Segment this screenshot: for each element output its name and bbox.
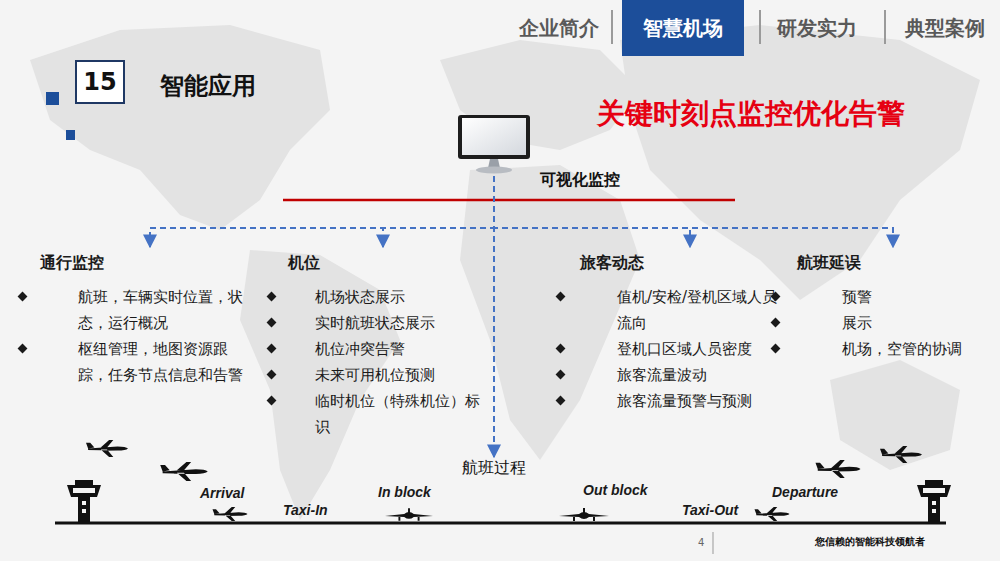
- tab-separator: [884, 10, 886, 44]
- dashed-connector: [493, 176, 495, 457]
- bullet-item: 值机/安检/登机区域人员流向: [580, 284, 787, 336]
- plane: [160, 462, 208, 481]
- bullet-item: 航班，车辆实时位置，状态，运行概况: [40, 284, 252, 336]
- number-text: 15: [77, 62, 123, 102]
- feature-group: 航班延误预警展示机场，空管的协调: [797, 248, 982, 362]
- bullet-item: 机场，空管的协调: [797, 336, 982, 362]
- monitor-label: 可视化监控: [540, 170, 620, 191]
- plane: [86, 440, 128, 457]
- phase-label: Departure: [772, 484, 838, 500]
- phase-label: Arrival: [200, 485, 244, 501]
- phase-label: In block: [378, 484, 431, 500]
- plane: [559, 508, 609, 521]
- feature-group: 旅客动态值机/安检/登机区域人员流向登机口区域人员密度旅客流量波动旅客流量预警与…: [580, 248, 787, 414]
- bullet-item: 未来可用机位预测: [288, 362, 486, 388]
- bullet-item: 机位冲突告警: [288, 336, 486, 362]
- control-tower: [917, 480, 951, 523]
- bullet-item: 临时机位（特殊机位）标识: [288, 388, 486, 440]
- plane: [755, 507, 790, 521]
- process-node: 航班过程: [459, 458, 529, 479]
- bullet-item: 枢纽管理，地图资源跟踪，任务节点信息和告警: [40, 336, 252, 388]
- section-number: 15: [75, 60, 125, 104]
- bullet-item: 展示: [797, 310, 982, 336]
- monitor-icon: 可视化监控: [456, 113, 532, 175]
- tab-separator: [611, 10, 613, 44]
- plane: [385, 508, 433, 520]
- phase-label: Out block: [583, 482, 648, 498]
- nav-tab: 研发实力: [777, 12, 861, 44]
- dashed-connector: [150, 176, 494, 247]
- nav-tab: 典型案例: [905, 12, 989, 44]
- bullet-item: 旅客流量波动: [580, 362, 787, 388]
- process-text: 航班过程: [459, 458, 529, 479]
- page-number: 4: [698, 537, 704, 548]
- bullet-item: 实时航班状态展示: [288, 310, 486, 336]
- bullet-item: 预警: [797, 284, 982, 310]
- footer-slogan: 您信赖的智能科技领航者: [815, 535, 925, 549]
- bullet-item: 机场状态展示: [288, 284, 486, 310]
- control-tower: [67, 480, 101, 523]
- nav-tab: 企业简介: [519, 12, 603, 44]
- world-map: [30, 25, 980, 520]
- slide-title: 智能应用: [160, 70, 256, 102]
- bullet-item: 旅客流量预警与预测: [580, 388, 787, 414]
- plane: [213, 507, 248, 521]
- group-heading: 旅客动态: [580, 252, 787, 274]
- deco-square: [66, 130, 75, 140]
- red-rule: [283, 199, 735, 202]
- group-heading: 航班延误: [797, 252, 982, 274]
- tab-text: 企业简介: [519, 12, 603, 44]
- feature-group: 机位机场状态展示实时航班状态展示机位冲突告警未来可用机位预测临时机位（特殊机位）…: [288, 248, 486, 440]
- dashed-connector: [383, 176, 494, 247]
- group-heading: 机位: [288, 252, 486, 274]
- runway-line: [55, 522, 946, 525]
- tab-text: 智慧机场: [622, 0, 744, 56]
- tab-text: 典型案例: [905, 12, 989, 44]
- footer-divider: [713, 532, 714, 554]
- tab-text: 研发实力: [777, 12, 861, 44]
- headline: 关键时刻点监控优化告警: [597, 95, 905, 133]
- nav-tab-active: 智慧机场: [622, 0, 744, 56]
- bullet-item: 登机口区域人员密度: [580, 336, 787, 362]
- tab-separator: [759, 10, 761, 44]
- phase-label: Taxi-Out: [682, 502, 738, 518]
- phase-label: Taxi-In: [283, 502, 328, 518]
- group-heading: 通行监控: [40, 252, 252, 274]
- monitor-drawing: [456, 113, 532, 175]
- deco-square: [46, 92, 59, 105]
- feature-group: 通行监控航班，车辆实时位置，状态，运行概况枢纽管理，地图资源跟踪，任务节点信息和…: [40, 248, 252, 388]
- plane: [880, 446, 922, 463]
- plane: [816, 460, 861, 478]
